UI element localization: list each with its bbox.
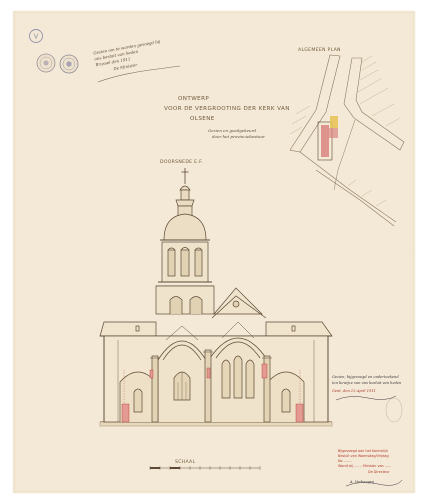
title-note-2: door het provinciebestuur <box>212 134 266 139</box>
red-stamp-line-5: De Directeur <box>368 470 390 474</box>
hand-line-3: Brussel den 1911 <box>94 56 131 67</box>
corner-mark-letter: V <box>34 33 39 41</box>
title-line-2: VOOR DE VERGROOTING DER KERK VAN <box>164 106 290 112</box>
signature-stroke <box>97 65 181 83</box>
site-plan: ALGEMEEN PLAN <box>289 47 405 227</box>
title-line-3: OLSENE <box>190 116 215 122</box>
scale-bar-label: SCHAAL <box>175 459 195 465</box>
title-block: ONTWERP VOOR DE VERGROOTING DER KERK VAN… <box>164 96 290 139</box>
red-stamp-line-3: No ........ <box>338 459 352 463</box>
seal-right-icon <box>59 54 79 74</box>
hand-line-4: De Minister <box>112 62 139 71</box>
title-line-1: ONTWERP <box>178 96 209 102</box>
signature-bottom: A. Verhaegen <box>349 480 375 484</box>
approval-block: Gezien, bijgevoegd en onderteekend ten b… <box>332 375 402 401</box>
approval-line-2: ten bewijze van ons besluit van heden <box>332 381 402 385</box>
red-stamp-line-2: Besluit van Woensdag/Vrijdag <box>338 454 389 458</box>
red-stamp-line-4: Wordt bij ....... Minister van ...... <box>338 464 391 468</box>
signature-bottom-stroke <box>345 479 403 487</box>
section-label: DOORSNEDE E.F. <box>160 159 203 165</box>
red-stamp-block: Bijgevoegd aan het Koninklijk Besluit va… <box>338 449 391 474</box>
edge-stamp-icon <box>385 397 403 423</box>
site-plan-label: ALGEMEEN PLAN <box>298 47 341 53</box>
scale-bar: SCHAAL <box>149 459 261 470</box>
title-note-1: Gezien en goedgekeurd <box>208 128 256 133</box>
new-walls-red <box>121 363 304 423</box>
approval-line-3: Gent, den 13 April 1911 <box>332 389 376 393</box>
church-extension-red <box>321 125 329 157</box>
corner-mark-stamp: V <box>29 29 43 43</box>
church-tower-yellow <box>330 116 338 128</box>
church-section-drawing <box>99 168 333 427</box>
approval-line-1: Gezien, bijgevoegd en onderteekend <box>332 375 399 379</box>
red-stamp-line-1: Bijgevoegd aan het Koninklijk <box>338 449 388 453</box>
seal-left-icon <box>36 53 56 73</box>
